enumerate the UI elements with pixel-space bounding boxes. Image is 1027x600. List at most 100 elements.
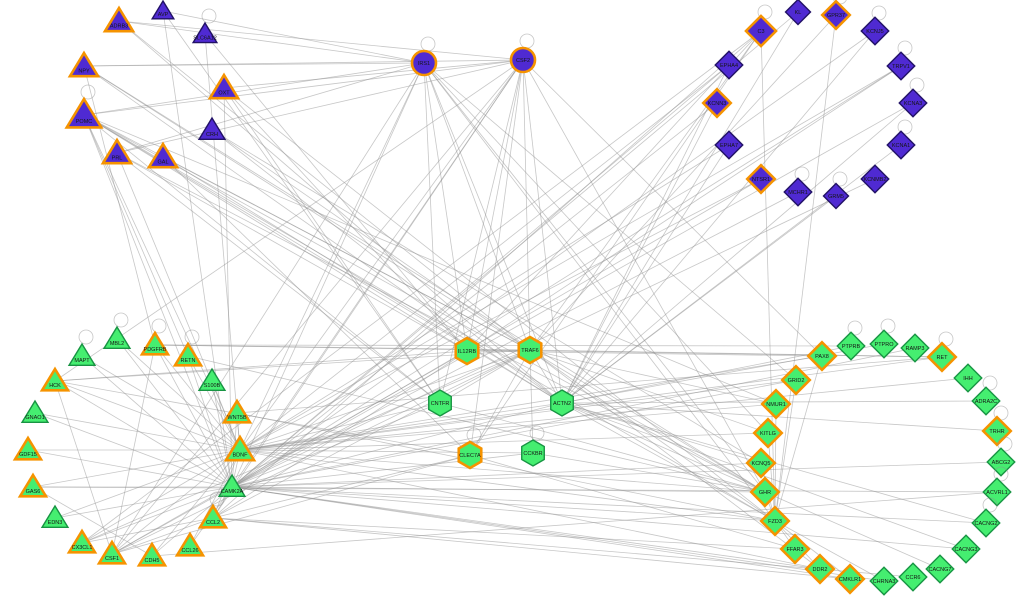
- diamond-node-shape: [759, 505, 791, 537]
- node-ABCG2[interactable]: ABCG2: [986, 436, 1016, 477]
- node-CCR6[interactable]: CCR6: [898, 562, 928, 592]
- node-EPHA7[interactable]: EPHA7: [714, 130, 744, 160]
- node-CX3CL1[interactable]: CX3CL1: [66, 528, 98, 554]
- node-KCNA1[interactable]: KCNA1: [886, 119, 916, 160]
- edge-BDNF-MAPT: [81, 355, 241, 451]
- edge-KCNJ5-ACTN2: [561, 30, 876, 404]
- diamond-node-shape: [744, 14, 778, 48]
- node-MAPT[interactable]: MAPT: [67, 329, 97, 367]
- self-loop-edge: [151, 318, 167, 334]
- edge-IRS1-BDNF: [239, 62, 425, 451]
- node-PTPRB[interactable]: PTPRB: [836, 320, 866, 361]
- node-MBL2[interactable]: MBL2: [102, 312, 132, 350]
- edge-PDGFRB-CSF1: [111, 344, 156, 555]
- diamond-node-shape: [714, 50, 744, 80]
- node-HCK[interactable]: HCK: [39, 366, 71, 392]
- node-RET[interactable]: RET: [926, 331, 958, 373]
- node-KL[interactable]: KL: [784, 0, 812, 26]
- diamond-node-shape: [981, 415, 1013, 447]
- node-MCHR1[interactable]: MCHR1: [783, 166, 813, 207]
- node-GDF15[interactable]: GDF15: [12, 435, 44, 461]
- edge-CAMK2A-GRID2: [231, 379, 797, 488]
- node-S100B[interactable]: S100B: [197, 367, 227, 392]
- node-SLC6A12[interactable]: SLC6A12: [191, 8, 219, 44]
- diamond-node-shape: [714, 130, 744, 160]
- node-PRL[interactable]: PRL: [100, 137, 134, 165]
- edge-FZD3-KITLG: [767, 432, 776, 522]
- node-CACNG3[interactable]: CACNG3: [951, 534, 981, 564]
- diamond-node-shape: [701, 87, 733, 119]
- node-CSF2[interactable]: CSF2: [509, 33, 537, 74]
- node-OXT[interactable]: OXT: [207, 72, 241, 100]
- node-GNAO1[interactable]: GNAO1: [20, 399, 50, 424]
- node-KITLG[interactable]: KITLG: [752, 417, 784, 449]
- node-FFAR3[interactable]: FFAR3: [779, 533, 811, 565]
- triangle-node-shape: [102, 325, 132, 350]
- diamond-node-shape: [752, 417, 784, 449]
- node-GPR37[interactable]: GPR37: [820, 0, 852, 31]
- edge-NPY-CSF2: [83, 59, 524, 67]
- node-IRS1[interactable]: IRS1: [410, 36, 438, 77]
- node-KCNN3[interactable]: KCNN3: [701, 87, 733, 119]
- node-ACTN2[interactable]: ACTN2: [550, 389, 574, 417]
- node-CDH5[interactable]: CDH5: [136, 541, 168, 567]
- node-CMKLR1[interactable]: CMKLR1: [834, 563, 866, 595]
- edge-CAMK2A-KCNQ5: [231, 462, 762, 488]
- node-RAMP3[interactable]: RAMP3: [900, 333, 930, 363]
- edge-CCL2-FFAR3: [212, 517, 796, 550]
- diamond-node-shape: [760, 388, 792, 420]
- node-KCNQ5[interactable]: KCNQ5: [745, 447, 777, 479]
- triangle-node-shape: [39, 366, 71, 392]
- self-loop-edge: [897, 119, 913, 135]
- edge-CAMK2A-CX3CL1: [81, 486, 233, 544]
- edge-GPR37-TRAF6: [529, 14, 837, 351]
- edge-CSF2-BDNF: [239, 59, 524, 451]
- self-loop-edge: [519, 33, 535, 49]
- edge-EPHA4-BDNF: [239, 64, 730, 451]
- edge-ADRB3-CSF2: [118, 20, 524, 61]
- self-loop-edge: [982, 375, 998, 391]
- node-CRH[interactable]: CRH: [197, 116, 227, 141]
- node-IHH[interactable]: IHH: [953, 363, 983, 393]
- node-CCKBR[interactable]: CCKBR: [521, 425, 545, 467]
- edge-HCK-CSF1: [54, 380, 113, 555]
- triangle-node-shape: [67, 50, 101, 78]
- self-loop-edge: [997, 436, 1013, 452]
- edge-OXT-IL12RB: [223, 87, 468, 352]
- node-CCL26[interactable]: CCL26: [174, 531, 206, 557]
- node-POMC[interactable]: POMC: [64, 84, 104, 129]
- node-NMUR1[interactable]: NMUR1: [760, 388, 792, 420]
- node-CHRNA3[interactable]: CHRNA3: [869, 566, 899, 596]
- edge-POMC-CNTFR: [83, 114, 441, 404]
- edge-BDNF-EDN3: [54, 449, 241, 519]
- node-CSF1[interactable]: CSF1: [96, 539, 128, 565]
- node-NPY[interactable]: NPY: [67, 50, 101, 78]
- diamond-node-shape: [820, 0, 852, 31]
- edge-BDNF-HCK: [54, 380, 241, 451]
- node-NTSR1[interactable]: NTSR1: [745, 163, 777, 195]
- self-loop-edge: [832, 171, 848, 187]
- node-CLEC7A[interactable]: CLEC7A: [457, 427, 483, 470]
- edge-BDNF-CSF1: [111, 449, 241, 555]
- node-DDR2[interactable]: DDR2: [804, 553, 836, 585]
- self-loop-edge: [847, 320, 863, 336]
- node-PDGFRB[interactable]: PDGFRB: [139, 318, 171, 356]
- node-TRAF6[interactable]: TRAF6: [517, 335, 543, 365]
- node-CACNG7[interactable]: CACNG7: [925, 554, 955, 584]
- edge-SLC6A12-IL12RB: [204, 33, 468, 352]
- node-TRPV1[interactable]: TRPV1: [886, 40, 916, 81]
- node-KCNMB2[interactable]: KCNMB2: [860, 164, 890, 194]
- edge-TRPV1-CAMK2A: [231, 65, 902, 488]
- edge-NPY-PDGFRB: [83, 65, 156, 346]
- node-ADRB3[interactable]: ADRB3: [102, 5, 136, 33]
- node-IL12RB[interactable]: IL12RB: [454, 336, 480, 366]
- node-ACVRL1[interactable]: ACVRL1: [982, 466, 1012, 507]
- node-FZD3[interactable]: FZD3: [759, 505, 791, 537]
- self-loop-edge: [78, 329, 94, 345]
- node-KCNJ5[interactable]: KCNJ5: [860, 5, 890, 46]
- node-CNTFR[interactable]: CNTFR: [428, 389, 452, 417]
- edge-BDNF-DDR2: [239, 449, 821, 570]
- node-PTPRO[interactable]: PTPRO: [869, 318, 899, 359]
- node-AVP[interactable]: AVP: [150, 0, 176, 20]
